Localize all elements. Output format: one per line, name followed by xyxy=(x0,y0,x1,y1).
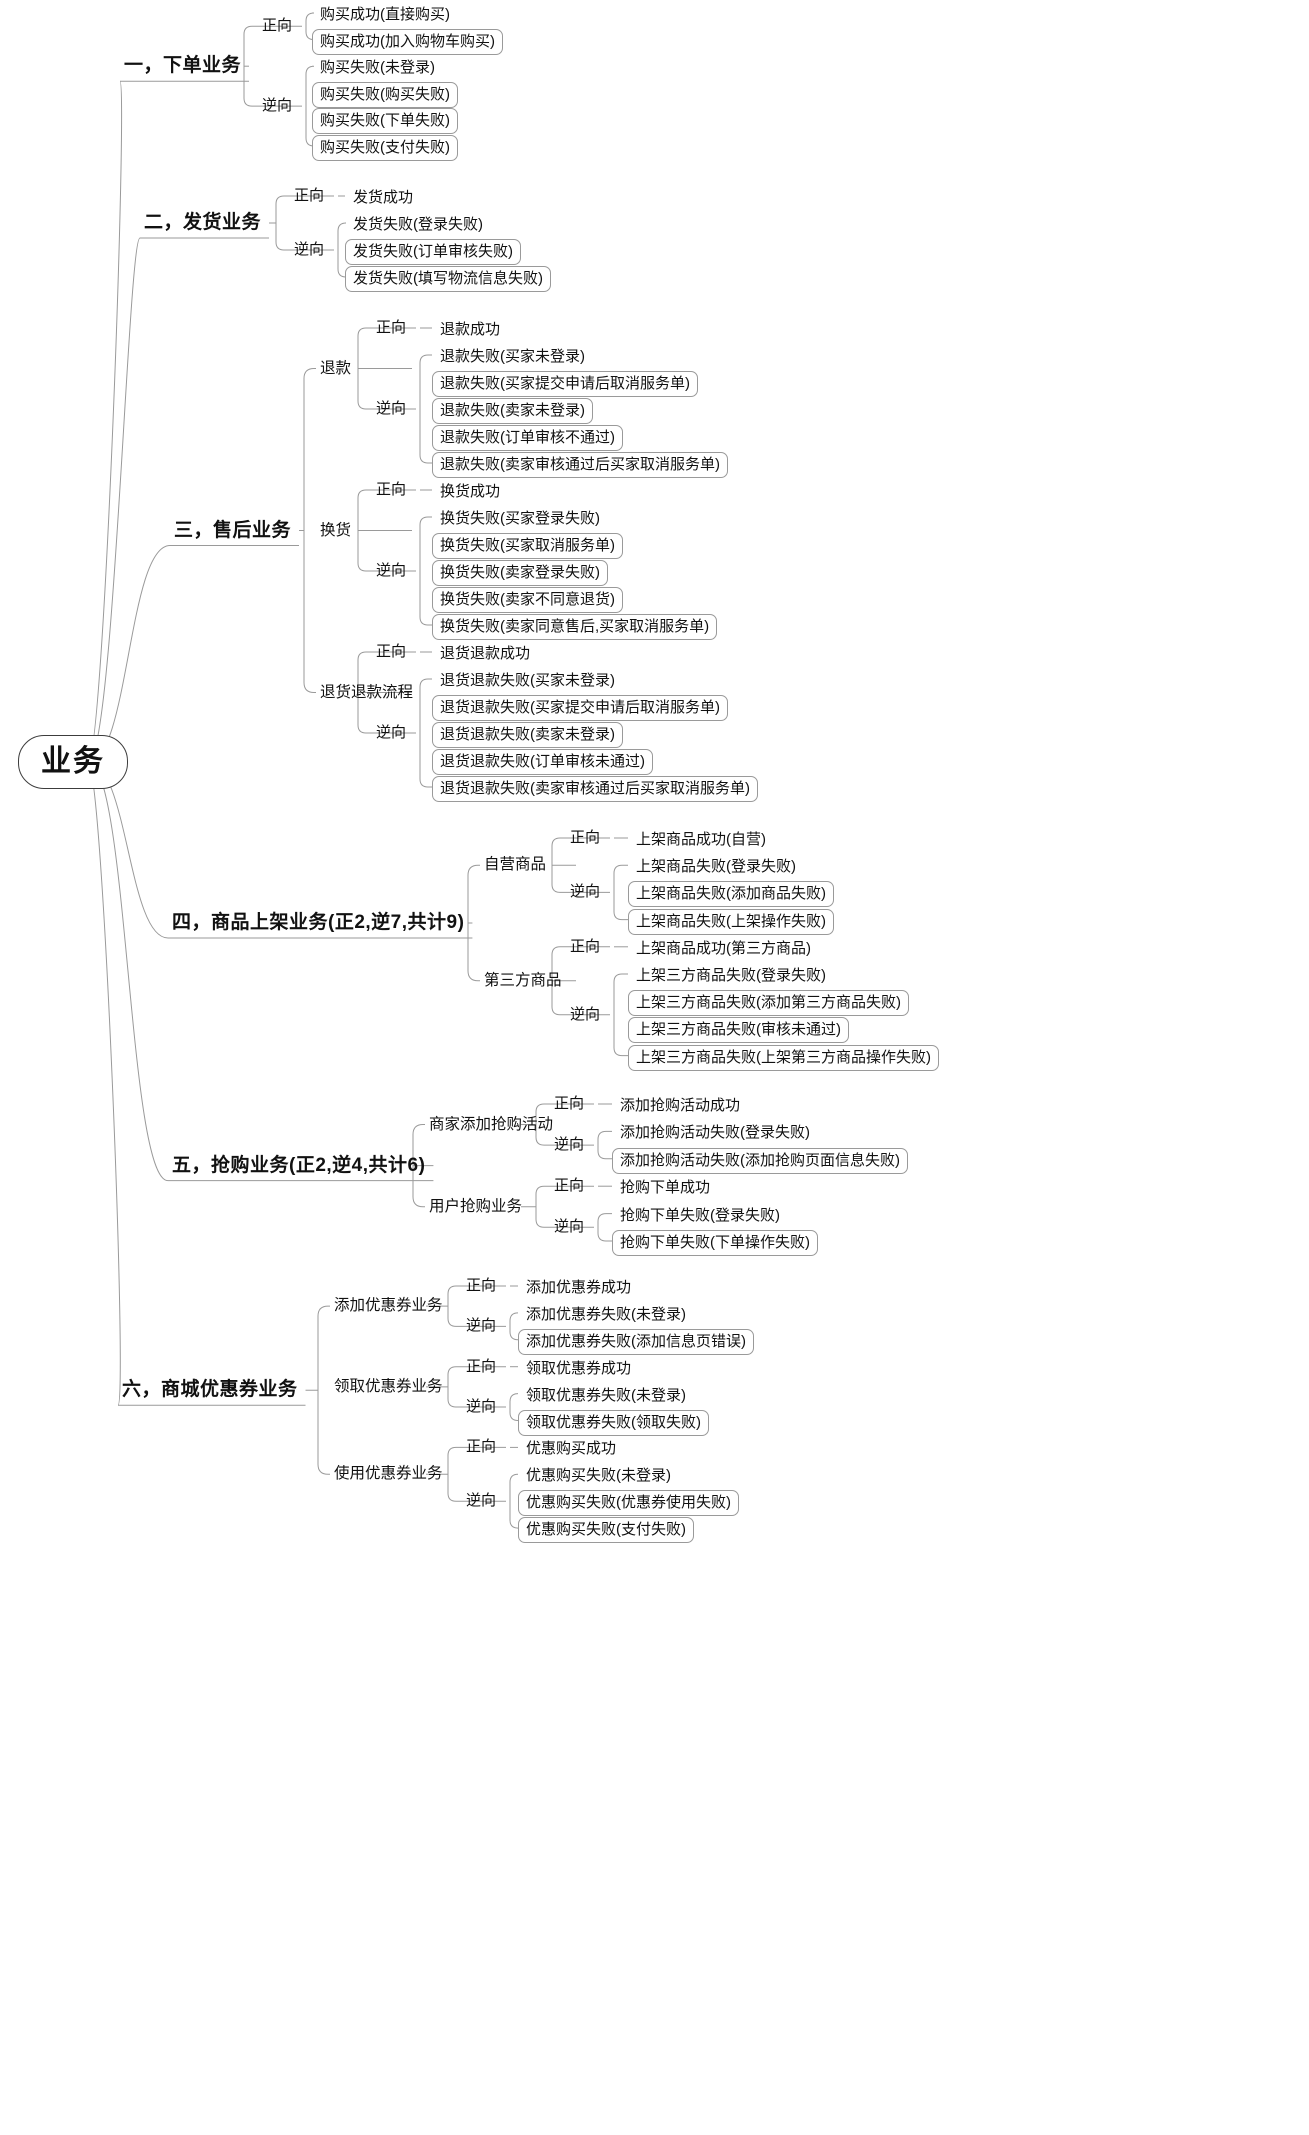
direction-label-forward: 正向 xyxy=(466,1438,497,1456)
leaf-node[interactable]: 添加优惠券失败(未登录) xyxy=(526,1305,686,1323)
leaf-node[interactable]: 购买成功(加入购物车购买) xyxy=(312,28,503,55)
leaf-node[interactable]: 优惠购买失败(支付失败) xyxy=(518,1517,694,1544)
leaf-node[interactable]: 退款失败(卖家审核通过后买家取消服务单) xyxy=(432,452,728,478)
leaf-node[interactable]: 换货成功 xyxy=(440,483,501,500)
group-label: 添加优惠券业务 xyxy=(334,1297,443,1315)
leaf-node[interactable]: 优惠购买失败(未登录) xyxy=(526,1467,671,1485)
leaf-node[interactable]: 购买失败(购买失败) xyxy=(312,81,458,108)
leaf-node[interactable]: 上架商品成功(第三方商品) xyxy=(636,939,811,957)
leaf-node[interactable]: 上架三方商品失败(审核未通过) xyxy=(628,1017,849,1044)
leaf-node[interactable]: 添加抢购活动失败(添加抢购页面信息失败) xyxy=(612,1147,908,1174)
leaf-node[interactable]: 退款失败(买家未登录) xyxy=(440,348,585,365)
leaf-node[interactable]: 发货失败(登录失败) xyxy=(353,216,483,233)
direction-label-reverse: 逆向 xyxy=(376,724,407,741)
leaf-node[interactable]: 领取优惠券成功 xyxy=(526,1359,632,1377)
leaf-node[interactable]: 添加优惠券失败(添加信息页错误) xyxy=(518,1328,754,1355)
group-label: 第三方商品 xyxy=(484,971,562,989)
group-label: 领取优惠券业务 xyxy=(334,1377,443,1395)
direction-label-reverse: 逆向 xyxy=(466,1317,497,1335)
group-label: 用户抢购业务 xyxy=(429,1197,523,1215)
leaf-node[interactable]: 领取优惠券失败(未登录) xyxy=(526,1386,686,1404)
branch-label: 二，发货业务 xyxy=(144,212,262,233)
direction-label-reverse: 逆向 xyxy=(466,1398,497,1416)
leaf-node[interactable]: 退货退款失败(卖家未登录) xyxy=(432,722,623,748)
leaf-node[interactable]: 换货失败(卖家登录失败) xyxy=(432,560,608,586)
leaf-node[interactable]: 退货退款失败(买家提交申请后取消服务单) xyxy=(432,695,728,721)
leaf-node[interactable]: 抢购下单失败(登录失败) xyxy=(620,1206,780,1224)
branch-label: 六，商城优惠券业务 xyxy=(122,1379,298,1401)
direction-label-reverse: 逆向 xyxy=(554,1218,585,1236)
leaf-node[interactable]: 购买失败(未登录) xyxy=(320,59,435,77)
direction-label-forward: 正向 xyxy=(262,17,293,35)
direction-label-forward: 正向 xyxy=(376,319,407,336)
leaf-node[interactable]: 换货失败(买家取消服务单) xyxy=(432,533,623,559)
direction-label-reverse: 逆向 xyxy=(262,97,293,115)
leaf-node[interactable]: 退款成功 xyxy=(440,321,501,338)
leaf-node[interactable]: 购买失败(支付失败) xyxy=(312,135,458,161)
root-node[interactable]: 业务 xyxy=(18,735,128,789)
direction-label-forward: 正向 xyxy=(294,187,325,204)
direction-label-reverse: 逆向 xyxy=(376,400,407,417)
leaf-node[interactable]: 上架三方商品失败(添加第三方商品失败) xyxy=(628,990,909,1017)
leaf-node[interactable]: 退款失败(卖家未登录) xyxy=(432,398,593,424)
leaf-node[interactable]: 换货失败(买家登录失败) xyxy=(440,510,600,527)
leaf-node[interactable]: 抢购下单失败(下单操作失败) xyxy=(612,1230,818,1256)
leaf-node[interactable]: 上架三方商品失败(登录失败) xyxy=(636,967,826,984)
leaf-node[interactable]: 添加抢购活动成功 xyxy=(620,1097,741,1114)
branch-label: 一，下单业务 xyxy=(124,55,242,77)
leaf-node[interactable]: 换货失败(卖家同意售后,买家取消服务单) xyxy=(432,614,718,640)
leaf-node[interactable]: 退款失败(买家提交申请后取消服务单) xyxy=(432,371,698,397)
leaf-node[interactable]: 换货失败(卖家不同意退货) xyxy=(432,587,623,613)
leaf-node[interactable]: 上架商品失败(登录失败) xyxy=(636,858,796,876)
leaf-node[interactable]: 优惠购买成功 xyxy=(526,1440,617,1458)
group-label: 退款 xyxy=(320,359,352,377)
direction-label-forward: 正向 xyxy=(570,937,601,955)
group-label: 换货 xyxy=(320,521,352,539)
branch-label: 四，商品上架业务(正2,逆7,共计9) xyxy=(172,912,465,933)
direction-label-reverse: 逆向 xyxy=(376,562,407,579)
leaf-node[interactable]: 购买成功(直接购买) xyxy=(320,6,450,23)
leaf-node[interactable]: 购买失败(下单失败) xyxy=(312,108,458,135)
direction-label-reverse: 逆向 xyxy=(570,1005,601,1023)
branch-label: 三，售后业务 xyxy=(174,519,292,541)
direction-label-reverse: 逆向 xyxy=(570,883,601,901)
group-label: 自营商品 xyxy=(484,856,547,874)
leaf-node[interactable]: 领取优惠券失败(领取失败) xyxy=(518,1409,709,1436)
leaf-node[interactable]: 优惠购买失败(优惠券使用失败) xyxy=(518,1490,739,1517)
leaf-node[interactable]: 上架商品失败(上架操作失败) xyxy=(628,908,834,935)
direction-label-forward: 正向 xyxy=(466,1357,497,1375)
leaf-node[interactable]: 添加抢购活动失败(登录失败) xyxy=(620,1124,810,1142)
leaf-node[interactable]: 发货成功 xyxy=(353,189,414,206)
direction-label-forward: 正向 xyxy=(570,829,601,846)
leaf-node[interactable]: 退货退款失败(订单审核未通过) xyxy=(432,749,653,775)
leaf-node[interactable]: 上架商品失败(添加商品失败) xyxy=(628,881,834,908)
leaf-node[interactable]: 退货退款成功 xyxy=(440,645,531,662)
direction-label-forward: 正向 xyxy=(554,1177,585,1195)
leaf-node[interactable]: 退款失败(订单审核不通过) xyxy=(432,425,623,451)
direction-label-reverse: 逆向 xyxy=(294,241,325,258)
direction-label-forward: 正向 xyxy=(376,481,407,498)
leaf-node[interactable]: 退货退款失败(卖家审核通过后买家取消服务单) xyxy=(432,776,758,802)
leaf-node[interactable]: 发货失败(填写物流信息失败) xyxy=(345,266,551,292)
leaf-node[interactable]: 发货失败(订单审核失败) xyxy=(345,239,521,265)
direction-label-forward: 正向 xyxy=(466,1277,497,1294)
leaf-node[interactable]: 添加优惠券成功 xyxy=(526,1279,632,1296)
direction-label-forward: 正向 xyxy=(554,1095,585,1112)
group-label: 使用优惠券业务 xyxy=(334,1465,443,1483)
leaf-node[interactable]: 退货退款失败(买家未登录) xyxy=(440,672,615,689)
leaf-node[interactable]: 抢购下单成功 xyxy=(620,1179,711,1197)
direction-label-reverse: 逆向 xyxy=(466,1492,497,1510)
leaf-node[interactable]: 上架商品成功(自营) xyxy=(636,831,766,848)
group-label: 退货退款流程 xyxy=(320,683,414,701)
direction-label-reverse: 逆向 xyxy=(554,1136,585,1154)
direction-label-forward: 正向 xyxy=(376,643,407,660)
group-label: 商家添加抢购活动 xyxy=(429,1115,554,1133)
branch-label: 五，抢购业务(正2,逆4,共计6) xyxy=(172,1154,426,1176)
leaf-node[interactable]: 上架三方商品失败(上架第三方商品操作失败) xyxy=(628,1044,939,1071)
